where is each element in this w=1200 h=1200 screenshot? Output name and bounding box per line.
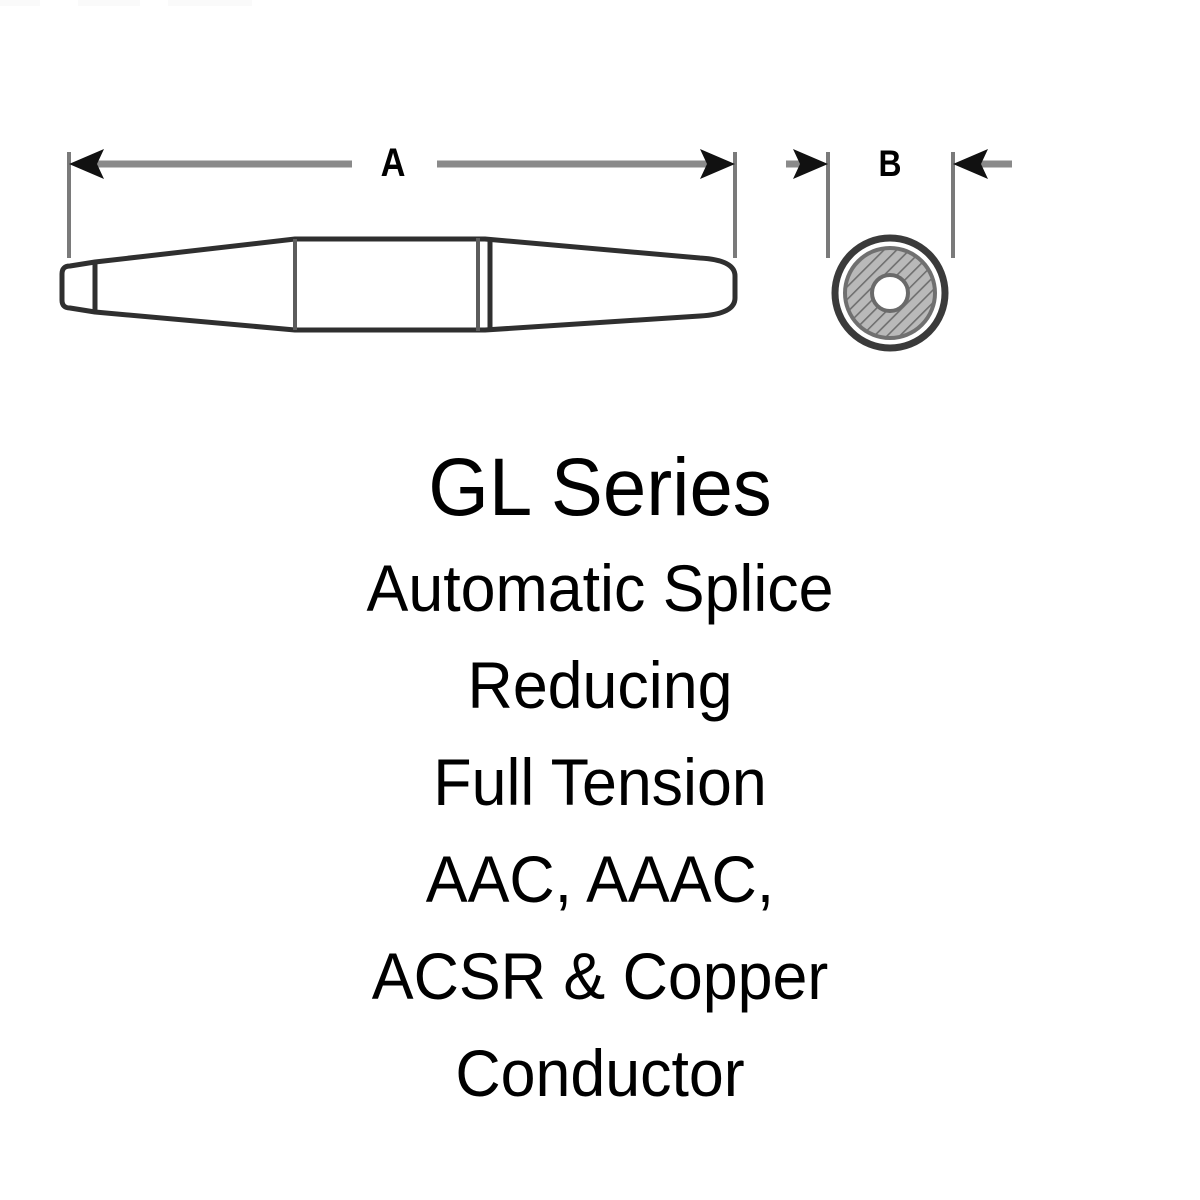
splice-body-side-view: [59, 236, 738, 333]
dimension-b-arrow-left: [793, 149, 828, 179]
caption-line-conductor: Conductor: [455, 1036, 745, 1110]
scan-artifact: [0, 0, 40, 6]
technical-drawing: A B: [0, 0, 1200, 420]
dimension-b-label: B: [878, 143, 902, 184]
dimension-b-arrow-right: [953, 149, 988, 179]
caption-line-acsr-copper: ACSR & Copper: [371, 939, 829, 1013]
caption-line-aac-aaac: AAC, AAAC,: [425, 842, 775, 916]
splice-body-outline: [59, 236, 738, 333]
dimension-a-arrow-right: [700, 149, 735, 179]
caption-title: GL Series: [428, 442, 772, 533]
dimension-a-group: [67, 149, 737, 258]
dimension-a-label: A: [380, 141, 406, 185]
caption-line-reducing: Reducing: [467, 648, 733, 722]
end-view-center-bore: [870, 273, 910, 313]
scan-artifact: [78, 0, 140, 6]
caption-line-full-tension: Full Tension: [433, 745, 767, 819]
splice-end-view: [820, 223, 960, 363]
scan-artifact: [168, 0, 252, 6]
caption-line-automatic-splice: Automatic Splice: [366, 551, 834, 625]
end-view-wall-outer-edge: [843, 246, 937, 340]
caption-block: GL Series Automatic Splice Reducing Full…: [0, 440, 1200, 1122]
dimension-a-arrow-left: [69, 149, 104, 179]
